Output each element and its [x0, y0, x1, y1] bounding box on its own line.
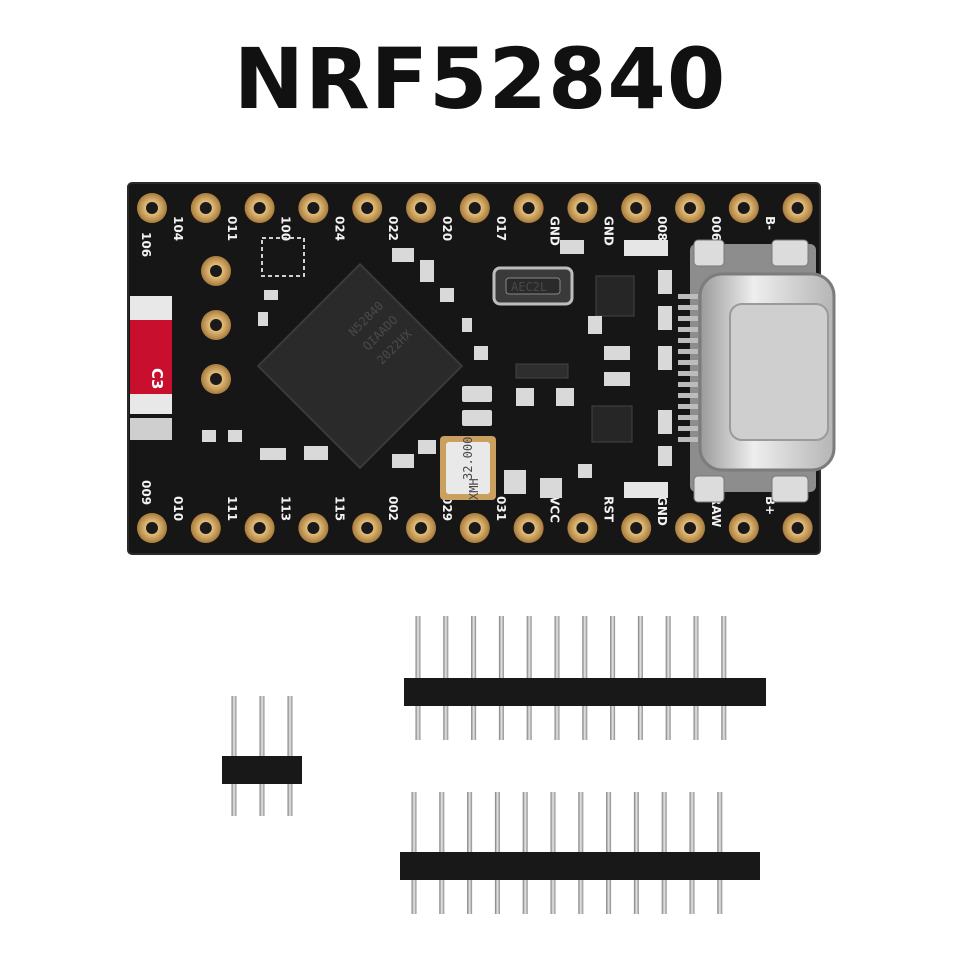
bottom-pad	[567, 513, 598, 543]
bottom-pin-label: 113	[279, 496, 293, 521]
crystal-mark: AEC2L	[511, 280, 547, 294]
bottom-pin-label: VCC	[548, 496, 562, 523]
top-pad	[675, 193, 705, 223]
bottom-pad	[244, 513, 275, 543]
bottom-pin-label: 029	[440, 496, 454, 521]
bottom-pad	[513, 513, 544, 543]
cap-label: C3	[148, 368, 166, 389]
bottom-pin-label: RST	[601, 496, 615, 523]
top-pin-label: 104	[171, 216, 185, 241]
corner-label-bottom-left: 009	[139, 480, 153, 505]
side-pads	[201, 256, 231, 394]
top-pin-labels: 104 011 100 024 022 020 017 GND GND 008 006 B-	[171, 216, 777, 246]
top-pad	[298, 193, 329, 223]
pcb-body	[128, 183, 820, 554]
top-pin-label: 100	[279, 216, 293, 241]
mcu-chip: N52840 QIAADO 2022HX	[256, 262, 464, 470]
top-pin-label: 017	[494, 216, 508, 241]
bottom-pad	[406, 513, 436, 543]
bottom-pad	[728, 513, 759, 543]
top-pad	[621, 193, 652, 223]
top-pin-label: 024	[332, 216, 346, 241]
top-pad	[352, 193, 383, 223]
top-pad	[728, 193, 759, 223]
osc-mark-2: XMH	[467, 478, 481, 500]
smd-components	[202, 237, 672, 498]
oscillator: 32.000 XMH	[440, 436, 496, 500]
top-pad	[190, 193, 221, 223]
bottom-pin-label: 115	[332, 496, 346, 521]
top-pin-label: 006	[709, 216, 723, 241]
c3-component: C3	[130, 296, 172, 440]
top-pin-label: GND	[601, 216, 615, 246]
bottom-pad	[352, 513, 383, 543]
bottom-pin-label: 031	[494, 496, 508, 521]
osc-mark-1: 32.000	[461, 437, 475, 480]
long-header-lower	[400, 792, 760, 914]
top-pin-label: 008	[655, 216, 669, 241]
bottom-pin-row	[137, 513, 813, 543]
top-pad	[244, 193, 275, 223]
bottom-pad	[675, 513, 705, 543]
top-pad	[782, 193, 813, 223]
top-pin-label: 020	[440, 216, 454, 241]
page-title: NRF52840	[233, 30, 727, 128]
bottom-pin-label: 002	[386, 496, 400, 521]
bottom-pin-label: 111	[225, 496, 239, 521]
top-pad	[567, 193, 598, 223]
bottom-pad	[621, 513, 652, 543]
bottom-pin-label: 010	[171, 496, 185, 521]
crystal: AEC2L	[492, 266, 574, 306]
top-pad	[406, 193, 436, 223]
top-pad	[459, 193, 490, 223]
top-pad	[513, 193, 544, 223]
bottom-pad	[190, 513, 221, 543]
top-pad	[137, 193, 167, 223]
bottom-pin-label: GND	[655, 496, 669, 526]
bottom-pad	[137, 513, 167, 543]
long-header-upper	[404, 616, 766, 740]
bottom-pad	[459, 513, 490, 543]
top-pin-label: 011	[225, 216, 239, 241]
top-pin-label: GND	[548, 216, 562, 246]
bottom-pin-label: RAW	[709, 496, 723, 527]
top-pin-label: 022	[386, 216, 400, 241]
usb-c-connector	[678, 239, 836, 503]
corner-label-top-left: 106	[139, 232, 153, 257]
top-pin-row	[137, 193, 813, 223]
short-header	[222, 696, 302, 816]
bottom-pad	[782, 513, 813, 543]
top-pin-label: B-	[763, 216, 777, 230]
bottom-pad	[298, 513, 329, 543]
